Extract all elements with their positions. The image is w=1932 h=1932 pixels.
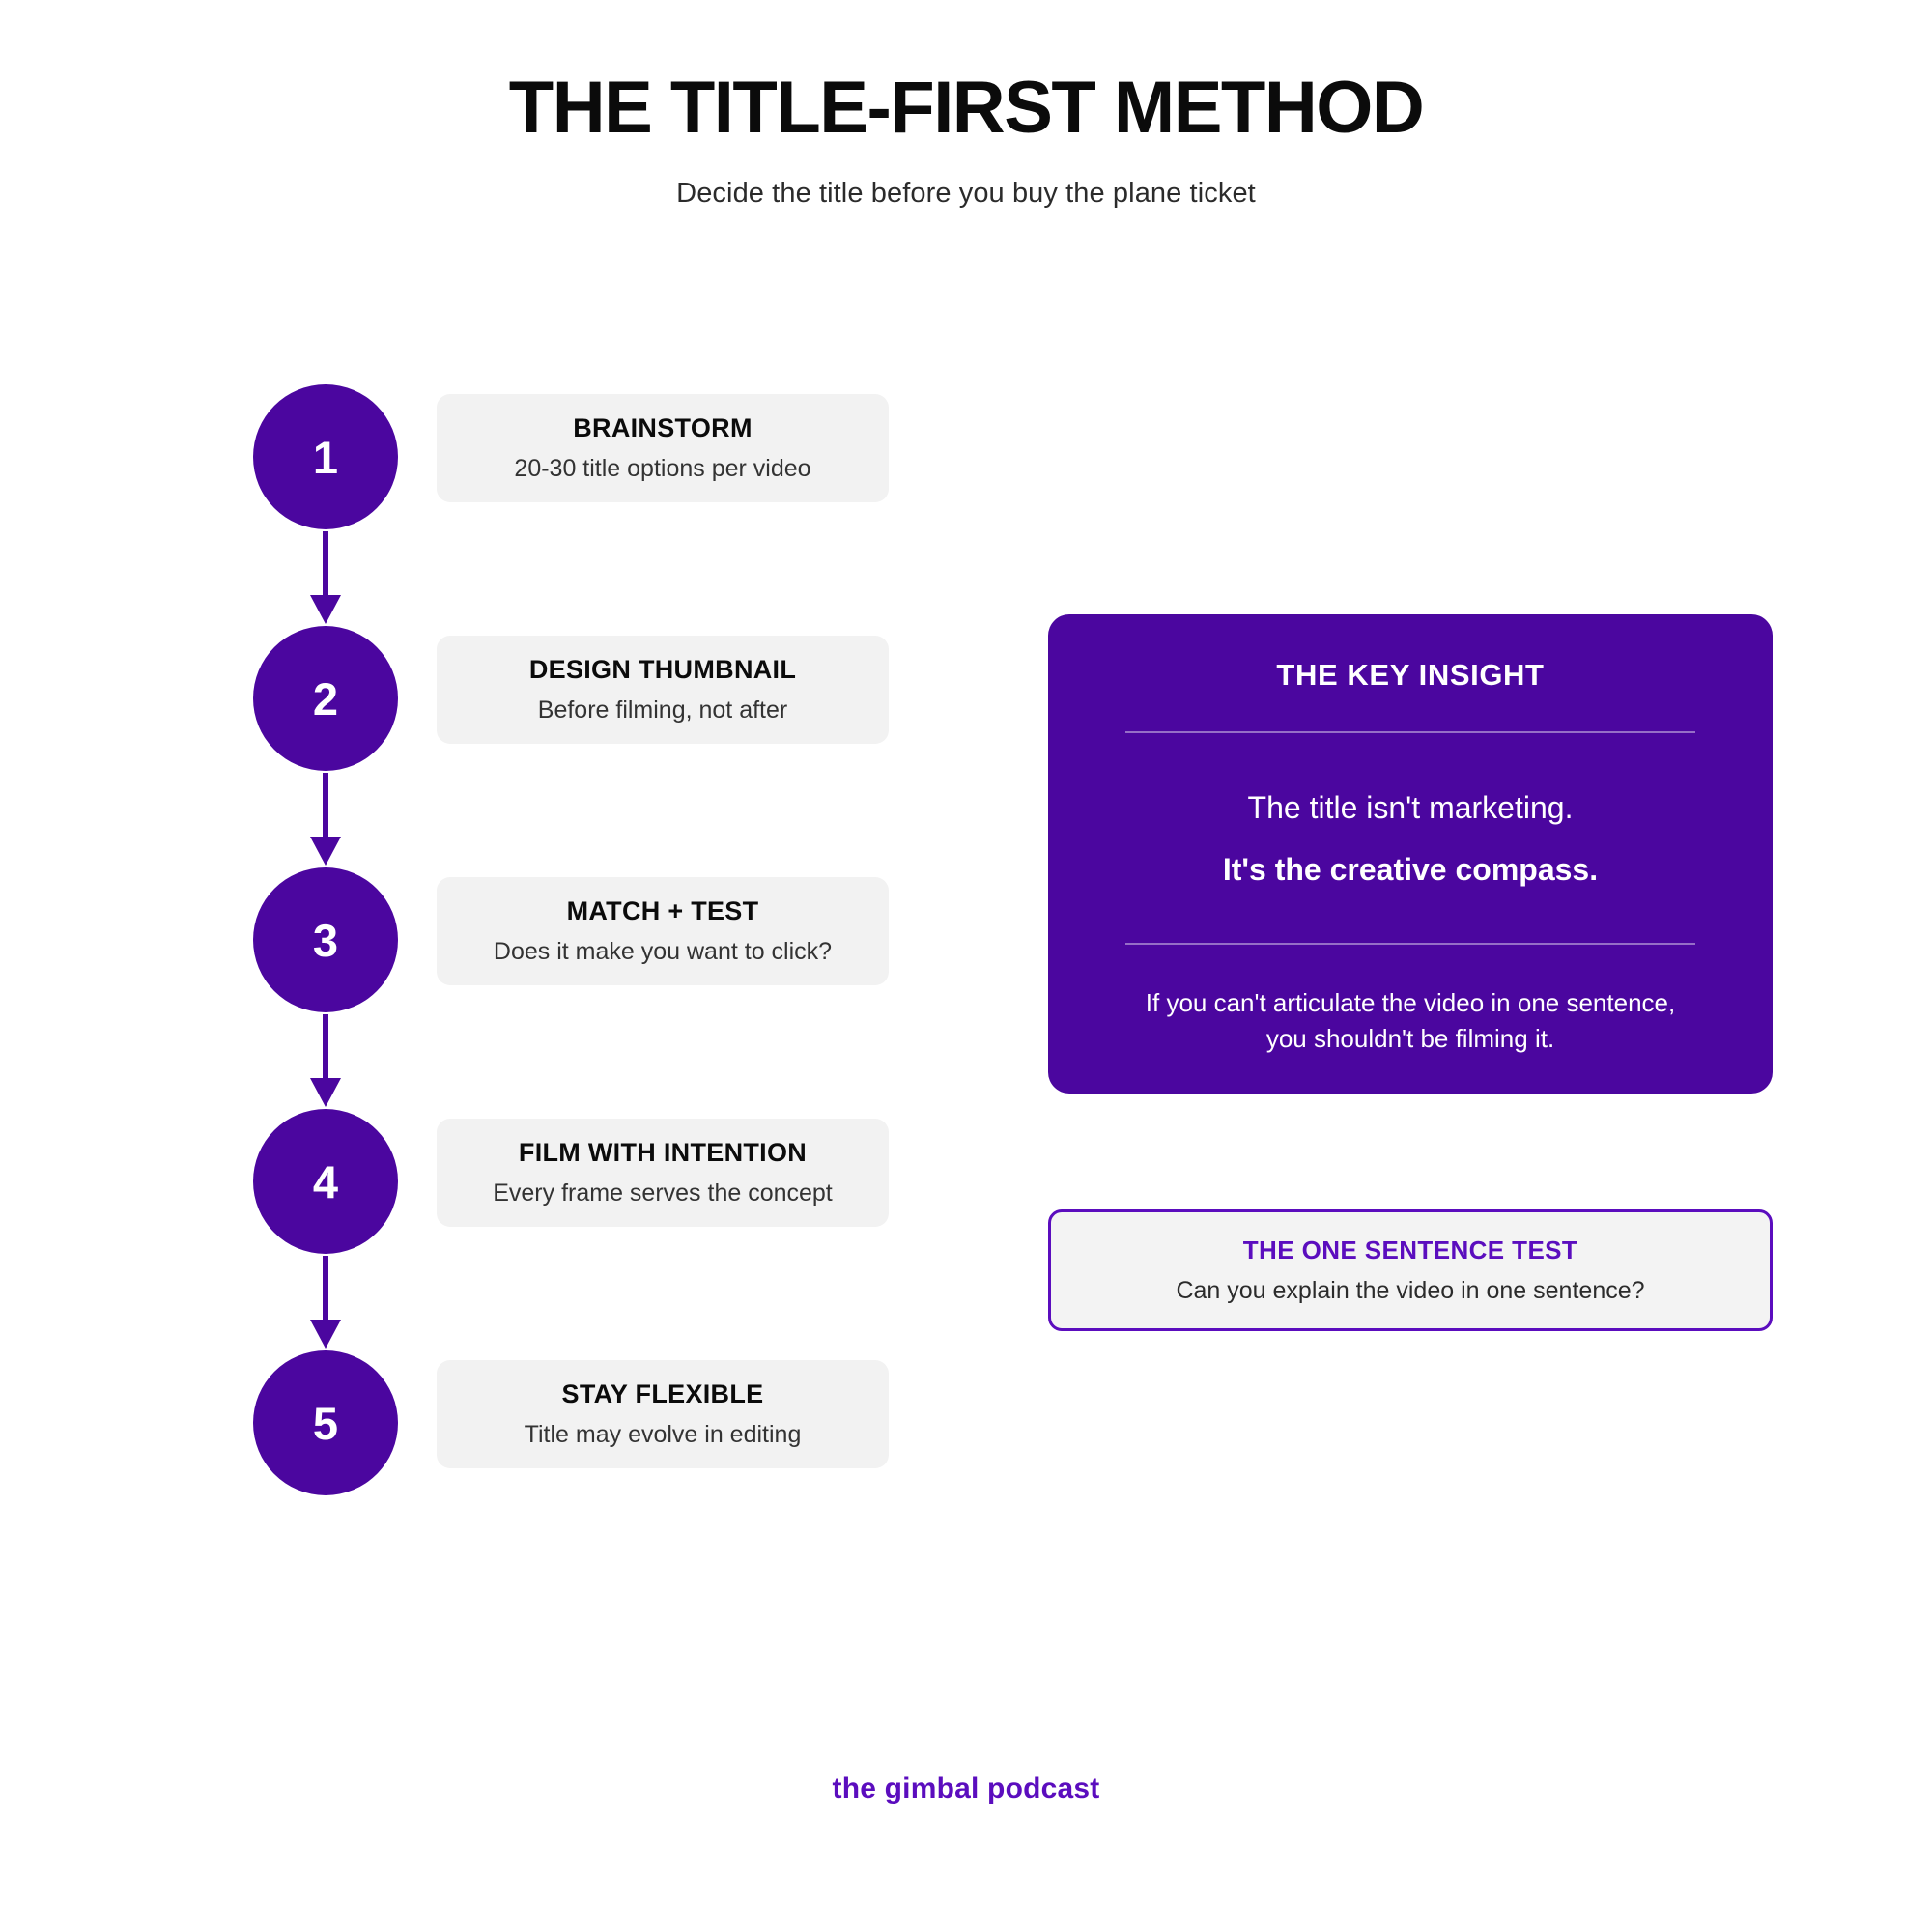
step-card-title: STAY FLEXIBLE: [561, 1378, 764, 1408]
flow-step: 3 MATCH + TEST Does it make you want to …: [253, 867, 891, 1107]
one-sentence-test-box[interactable]: THE ONE SENTENCE TEST Can you explain th…: [1048, 1209, 1773, 1331]
step-card-title: MATCH + TEST: [566, 895, 759, 925]
step-number: 1: [312, 431, 339, 483]
step-number: 2: [312, 672, 339, 724]
arrow-down-icon: [310, 1014, 341, 1107]
divider-bottom: [1125, 942, 1695, 945]
step-badge-1: 1: [253, 384, 398, 529]
connector-arrowhead: [310, 1078, 341, 1107]
key-insight-note: If you can't articulate the video in one…: [1145, 987, 1676, 1053]
one-sentence-test-desc: Can you explain the video in one sentenc…: [1176, 1276, 1645, 1304]
flow-step: 1 BRAINSTORM 20-30 title options per vid…: [253, 384, 891, 624]
connector-line: [323, 1014, 328, 1082]
page-footer: the gimbal podcast: [0, 1773, 1932, 1805]
connector-line: [323, 531, 328, 599]
step-card-desc: Before filming, not after: [537, 696, 788, 724]
step-card-film-with-intention[interactable]: FILM WITH INTENTION Every frame serves t…: [437, 1119, 889, 1227]
key-insight-line-2: It's the creative compass.: [1222, 852, 1599, 888]
arrow-down-icon: [310, 773, 341, 866]
brand-wordmark: the gimbal podcast: [832, 1773, 1100, 1804]
step-card-title: BRAINSTORM: [573, 412, 753, 442]
step-card-match-test[interactable]: MATCH + TEST Does it make you want to cl…: [437, 877, 889, 985]
step-number: 3: [312, 914, 339, 966]
step-badge-4: 4: [253, 1109, 398, 1254]
process-flow: 1 BRAINSTORM 20-30 title options per vid…: [253, 384, 891, 1495]
connector-arrowhead: [310, 595, 341, 624]
connector-arrowhead: [310, 1320, 341, 1349]
one-sentence-test-title: THE ONE SENTENCE TEST: [1242, 1235, 1578, 1264]
step-card-title: FILM WITH INTENTION: [518, 1137, 808, 1167]
arrow-down-icon: [310, 1256, 341, 1349]
step-badge-5: 5: [253, 1350, 398, 1495]
key-insight-heading: THE KEY INSIGHT: [1276, 658, 1545, 692]
step-badge-2: 2: [253, 626, 398, 771]
key-insight-line-1: The title isn't marketing.: [1247, 790, 1574, 826]
step-card-design-thumbnail[interactable]: DESIGN THUMBNAIL Before filming, not aft…: [437, 636, 889, 744]
step-number: 5: [312, 1397, 339, 1449]
key-insight-panel: THE KEY INSIGHT The title isn't marketin…: [1048, 614, 1773, 1094]
divider-top: [1125, 731, 1695, 734]
step-badge-3: 3: [253, 867, 398, 1012]
step-card-title: DESIGN THUMBNAIL: [528, 654, 797, 684]
step-card-desc: Every frame serves the concept: [493, 1179, 833, 1207]
page-subtitle: Decide the title before you buy the plan…: [676, 177, 1256, 209]
flow-step: 5 STAY FLEXIBLE Title may evolve in edit…: [253, 1350, 891, 1495]
flow-step: 4 FILM WITH INTENTION Every frame serves…: [253, 1109, 891, 1349]
step-card-stay-flexible[interactable]: STAY FLEXIBLE Title may evolve in editin…: [437, 1360, 889, 1468]
step-card-brainstorm[interactable]: BRAINSTORM 20-30 title options per video: [437, 394, 889, 502]
page-header: THE TITLE-FIRST METHOD Decide the title …: [0, 0, 1932, 210]
step-card-desc: Does it make you want to click?: [493, 937, 833, 965]
connector-line: [323, 1256, 328, 1323]
connector-arrowhead: [310, 837, 341, 866]
connector-line: [323, 773, 328, 840]
arrow-down-icon: [310, 531, 341, 624]
page-title: THE TITLE-FIRST METHOD: [508, 67, 1425, 149]
step-card-desc: 20-30 title options per video: [514, 454, 811, 482]
flow-step: 2 DESIGN THUMBNAIL Before filming, not a…: [253, 626, 891, 866]
step-card-desc: Title may evolve in editing: [524, 1420, 802, 1448]
step-number: 4: [312, 1155, 339, 1208]
